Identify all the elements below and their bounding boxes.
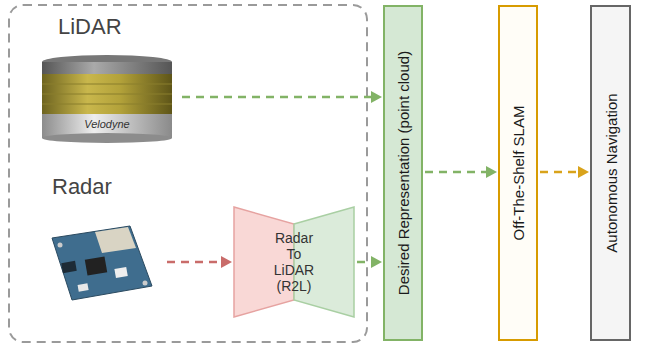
radar-board <box>52 226 152 300</box>
dashed-arrow <box>167 256 232 268</box>
sensor-title: Radar <box>52 174 112 200</box>
sensor-title: LiDAR <box>58 14 122 40</box>
dashed-arrow <box>182 91 382 103</box>
dashed-arrow <box>357 256 382 268</box>
model-block: Radar To LiDAR (R2L) <box>233 206 355 318</box>
dashed-arrow <box>540 166 589 178</box>
process-box: Desired Representation (point cloud) <box>383 5 423 341</box>
sensor-node: Radar <box>40 174 165 306</box>
process-box: Autonomous Navigation <box>590 5 631 341</box>
process-box: Off-The-Shelf SLAM <box>498 5 538 341</box>
brand-label: Velodyne <box>42 118 172 130</box>
block-title: Radar To LiDAR (R2L) <box>270 230 318 294</box>
box-title: Off-The-Shelf SLAM <box>510 106 527 241</box>
sensor-group <box>9 5 367 342</box>
box-title: Autonomous Navigation <box>602 93 619 252</box>
dashed-arrow <box>425 166 497 178</box>
box-title: Desired Representation (point cloud) <box>395 51 412 295</box>
lidar-sensor <box>42 55 172 143</box>
